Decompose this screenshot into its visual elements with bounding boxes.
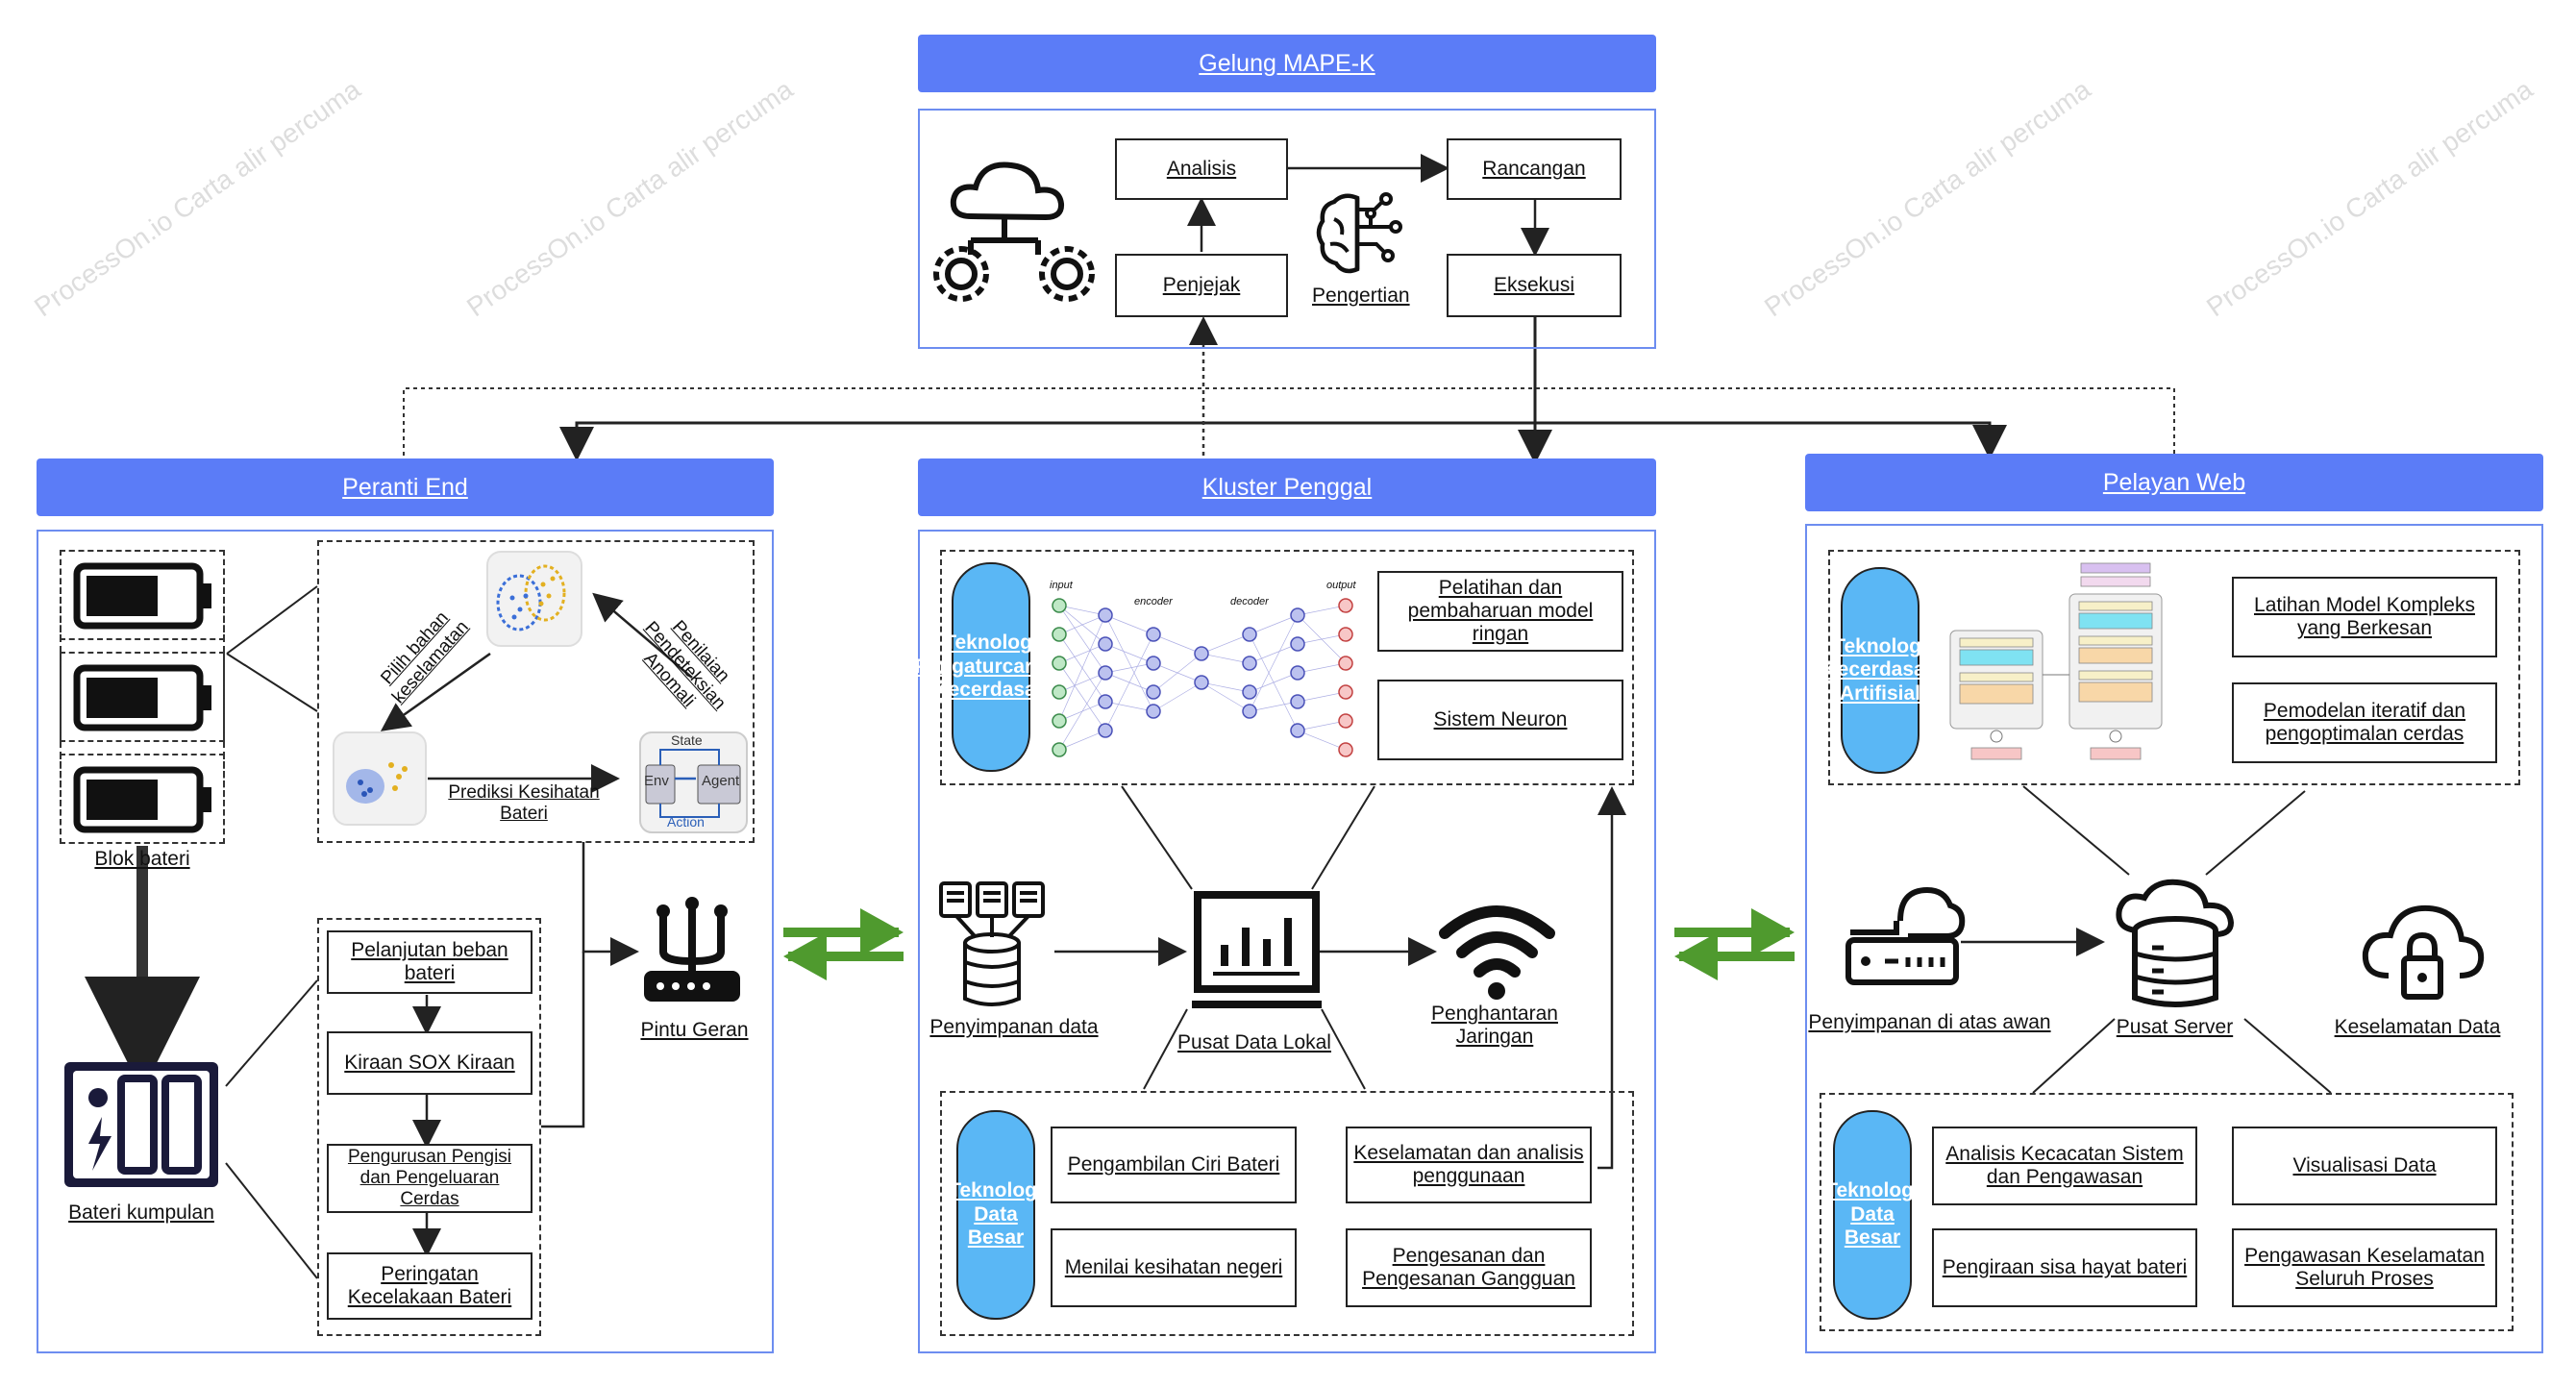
end-panel: [37, 530, 774, 1353]
end-header: Peranti End: [37, 458, 774, 516]
pengertian-label: Pengertian: [1312, 285, 1410, 307]
nn-input-label: input: [1050, 580, 1073, 591]
edge-header: Kluster Penggal: [918, 458, 1656, 516]
rl-action-label: Action: [667, 814, 705, 830]
rl-env-label: Env: [644, 773, 669, 789]
nn-decoder-label: decoder: [1230, 596, 1269, 607]
pengambilan-box[interactable]: Pengambilan Ciri Bateri: [1051, 1127, 1297, 1203]
latihan-box[interactable]: Latihan Model Kompleks yang Berkesan: [2232, 577, 2497, 657]
battery-slot: [60, 652, 225, 742]
bigdata-web-group: [1820, 1093, 2514, 1331]
pintu-geran-label: Pintu Geran: [640, 1019, 749, 1041]
menilai-box[interactable]: Menilai kesihatan negeri: [1051, 1228, 1297, 1307]
analisis-box[interactable]: Analisis: [1115, 138, 1288, 200]
bateri-kumpulan-label: Bateri kumpulan: [68, 1201, 214, 1224]
penghantaran-label: Penghantaran Jaringan: [1431, 1003, 1558, 1049]
rancangan-box[interactable]: Rancangan: [1447, 138, 1622, 200]
ai-artifisial-group: [1828, 550, 2520, 785]
peringatan-box[interactable]: Peringatan Kecelakaan Bateri: [327, 1252, 533, 1320]
classification-plot-icon: [333, 731, 427, 826]
rl-agent-label: Agent: [702, 773, 740, 789]
sistem-neuron-box[interactable]: Sistem Neuron: [1377, 680, 1623, 760]
cluster-plot-icon: [486, 551, 582, 647]
prediksi-label: Prediksi Kesihatan Bateri: [448, 782, 600, 824]
eksekusi-box[interactable]: Eksekusi: [1447, 254, 1622, 317]
web-panel: [1805, 524, 2543, 1353]
web-header: Pelayan Web: [1805, 454, 2543, 511]
server-center-icon: [2116, 879, 2235, 1007]
blok-bateri-label: Blok bateri: [94, 848, 190, 870]
edge-panel: [918, 530, 1656, 1353]
battery-slot: [60, 550, 225, 640]
kiraan-box[interactable]: Kiraan SOX Kiraan: [327, 1031, 533, 1095]
pengurusan-box[interactable]: Pengurusan Pengisi dan Pengeluaran Cerda…: [327, 1144, 533, 1213]
brain-icon: [1316, 192, 1402, 274]
rl-state-label: State: [671, 732, 703, 748]
pengesanan-box[interactable]: Pengesanan dan Pengesanan Gangguan: [1346, 1228, 1592, 1307]
cloud-storage-icon: [1845, 886, 1966, 985]
gateway-router-icon: [644, 897, 740, 1002]
keselamatan-data-label: Keselamatan Data: [2334, 1016, 2501, 1038]
battery-pack-icon: [64, 1062, 218, 1187]
pelanjutan-box[interactable]: Pelanjutan beban bateri: [327, 930, 533, 994]
nn-output-label: output: [1326, 580, 1356, 591]
reinforcement-learning-diagram: [639, 731, 748, 833]
visualisasi-box[interactable]: Visualisasi Data: [2232, 1127, 2497, 1205]
wifi-icon: [1439, 905, 1555, 1000]
pengiraan-box[interactable]: Pengiraan sisa hayat bateri: [1932, 1228, 2197, 1307]
pusat-data-lokal-label: Pusat Data Lokal: [1177, 1031, 1331, 1053]
pill-teknologi-kecerdasan-artifisial: Teknologi Kecerdasan Artifisial: [1822, 567, 1938, 774]
database-icon: [939, 881, 1045, 1006]
transformer-architecture-diagram: [1949, 562, 2163, 760]
keselamatan-analisis-box[interactable]: Keselamatan dan analisis penggunaan: [1346, 1127, 1592, 1203]
battery-icon: [73, 766, 211, 833]
pemodelan-box[interactable]: Pemodelan iteratif dan pengoptimalan cer…: [2232, 682, 2497, 763]
battery-management-group: [317, 918, 541, 1336]
bigdata-tech-group: [940, 1091, 1634, 1336]
battery-slot: [60, 754, 225, 844]
data-security-cloud-lock-icon: [2362, 904, 2485, 1000]
penjejak-box[interactable]: Penjejak: [1115, 254, 1288, 317]
exchange-arrow-right: [1674, 908, 1795, 980]
pengawasan-box[interactable]: Pengawasan Keselamatan Seluruh Proses: [2232, 1228, 2497, 1307]
pill-teknologi-data-besar: Teknologi Data Besar: [949, 1110, 1043, 1320]
local-datacenter-icon: [1192, 891, 1322, 1008]
battery-icon: [73, 562, 211, 630]
pill-teknologi-pengaturcaraan: Teknologi Pengaturcaraan Kecerdasan: [915, 562, 1067, 772]
analisis-kecacatan-box[interactable]: Analisis Kecacatan Sistem dan Pengawasan: [1932, 1127, 2197, 1205]
mape-panel: [918, 109, 1656, 349]
penyimpanan-awan-label: Penyimpanan di atas awan: [1808, 1011, 2051, 1033]
ai-tech-group: [940, 550, 1634, 785]
pusat-server-label: Pusat Server: [2116, 1016, 2234, 1038]
cloud-gears-icon: [933, 161, 1095, 302]
exchange-arrow-left: [783, 908, 904, 980]
pelatihan-box[interactable]: Pelatihan dan pembaharuan model ringan: [1377, 571, 1623, 652]
pill-teknologi-data-besar-web: Teknologi Data Besar: [1825, 1110, 1920, 1320]
penyimpanan-data-label: Penyimpanan data: [929, 1016, 1099, 1038]
autoencoder-network-diagram: [1052, 598, 1353, 757]
mape-header: Gelung MAPE-K: [918, 35, 1656, 92]
safety-ml-group: [317, 540, 755, 843]
battery-icon: [73, 664, 211, 731]
nn-encoder-label: encoder: [1134, 596, 1173, 607]
